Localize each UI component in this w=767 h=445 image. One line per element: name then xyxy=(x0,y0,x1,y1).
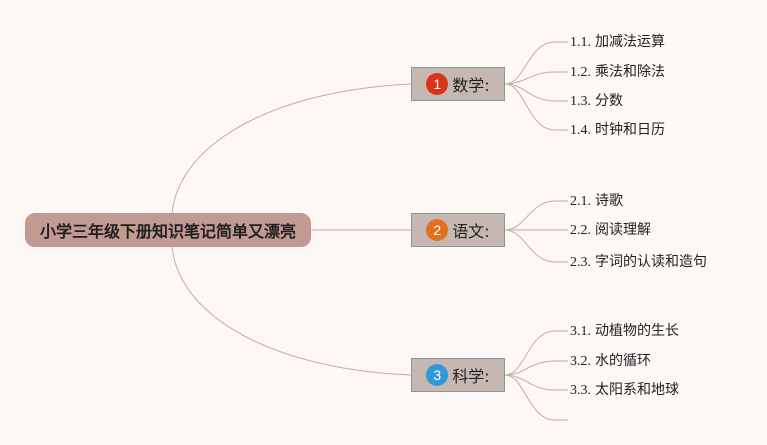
subtopic-3-1[interactable]: 3.1. 动植物的生长 xyxy=(570,321,679,341)
subtopic-text: 乘法和除法 xyxy=(595,64,665,80)
subtopic-1-4[interactable]: 1.4. 时钟和日历 xyxy=(570,120,665,140)
subtopic-text: 字词的认读和造句 xyxy=(595,254,707,270)
branch-topic-math[interactable]: 1 数学: xyxy=(411,67,505,101)
number-badge-icon: 3 xyxy=(426,364,449,386)
number-badge-icon: 1 xyxy=(426,73,449,95)
subtopic-number: 3.2. xyxy=(570,354,591,369)
link-branch-2-leaf-1 xyxy=(504,200,568,231)
subtopic-1-3[interactable]: 1.3. 分数 xyxy=(570,91,623,111)
link-branch-1-leaf-4 xyxy=(504,83,568,131)
subtopic-text: 时钟和日历 xyxy=(595,122,665,138)
link-root-to-branch-1 xyxy=(171,83,412,214)
branch-label: 科学: xyxy=(452,367,490,386)
link-branch-3-leaf-1 xyxy=(504,330,568,376)
subtopic-number: 1.2. xyxy=(570,65,591,80)
subtopic-text: 太阳系和地球 xyxy=(595,382,679,398)
link-root-to-branch-3 xyxy=(171,246,412,376)
subtopic-2-3[interactable]: 2.3. 字词的认读和造句 xyxy=(570,252,707,272)
subtopic-number: 2.1. xyxy=(570,194,591,209)
subtopic-number: 3.1. xyxy=(570,324,591,339)
branch-label: 数学: xyxy=(452,76,490,95)
number-badge-icon: 2 xyxy=(426,219,449,241)
subtopic-text: 加减法运算 xyxy=(595,34,665,50)
subtopic-text: 动植物的生长 xyxy=(595,323,679,339)
link-branch-2-leaf-3 xyxy=(504,229,568,263)
subtopic-text: 诗歌 xyxy=(595,193,623,209)
subtopic-3-2[interactable]: 3.2. 水的循环 xyxy=(570,351,651,371)
link-branch-3-leaf-extra xyxy=(504,374,568,421)
subtopic-2-1[interactable]: 2.1. 诗歌 xyxy=(570,191,623,211)
subtopic-text: 水的循环 xyxy=(595,353,651,369)
subtopic-number: 1.4. xyxy=(570,123,591,138)
subtopic-2-2[interactable]: 2.2. 阅读理解 xyxy=(570,220,651,240)
subtopic-3-3[interactable]: 3.3. 太阳系和地球 xyxy=(570,380,679,400)
branch-topic-chinese[interactable]: 2 语文: xyxy=(411,213,505,247)
root-topic[interactable]: 小学三年级下册知识笔记简单又漂亮 xyxy=(25,213,311,247)
link-branch-1-leaf-1 xyxy=(504,41,568,85)
link-branch-1-leaf-2 xyxy=(504,71,568,85)
subtopic-number: 2.3. xyxy=(570,255,591,270)
subtopic-number: 2.2. xyxy=(570,223,591,238)
subtopic-1-2[interactable]: 1.2. 乘法和除法 xyxy=(570,62,665,82)
link-branch-1-leaf-3 xyxy=(504,83,568,102)
subtopic-text: 分数 xyxy=(595,93,623,109)
subtopic-1-1[interactable]: 1.1. 加减法运算 xyxy=(570,32,665,52)
subtopic-number: 1.3. xyxy=(570,94,591,109)
subtopic-number: 3.3. xyxy=(570,383,591,398)
link-branch-3-leaf-3 xyxy=(504,374,568,391)
link-branch-3-leaf-2 xyxy=(504,360,568,376)
subtopic-text: 阅读理解 xyxy=(595,222,651,238)
subtopic-number: 1.1. xyxy=(570,35,591,50)
root-topic-label: 小学三年级下册知识笔记简单又漂亮 xyxy=(39,222,296,241)
branch-label: 语文: xyxy=(452,222,490,241)
branch-topic-science[interactable]: 3 科学: xyxy=(411,358,505,392)
